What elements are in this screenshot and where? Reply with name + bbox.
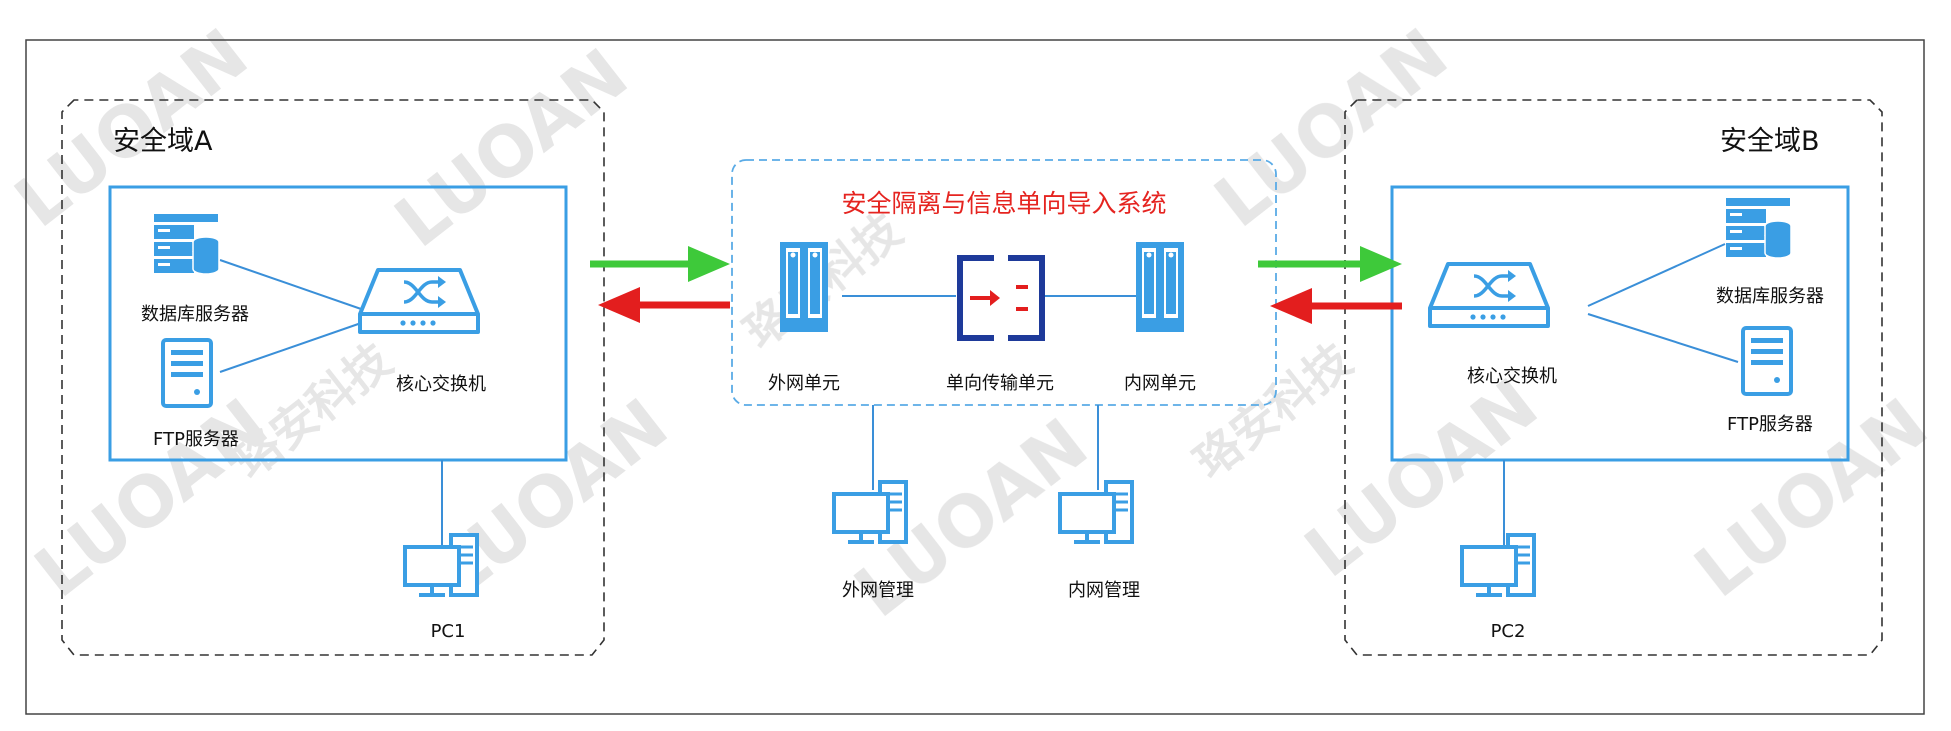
security-domain-a: 安全域A 数据库服务器 FTP服务器 核心交换机 PC1	[61, 99, 605, 656]
flow-arrow-red-right	[1270, 288, 1402, 324]
domain-b-ftp-label: FTP服务器	[1727, 414, 1813, 435]
domain-a-ftp-label: FTP服务器	[153, 429, 239, 450]
inner-unit-label: 内网单元	[1124, 373, 1196, 394]
domain-b-db-label: 数据库服务器	[1716, 286, 1824, 307]
domain-b-title: 安全域B	[1720, 126, 1820, 157]
domain-a-lan-box	[108, 185, 568, 462]
diagram-frame	[25, 39, 1925, 715]
outer-unit-server-icon	[780, 242, 828, 332]
isolation-system-title: 安全隔离与信息单向导入系统	[841, 189, 1166, 218]
database-server-icon	[1725, 197, 1792, 259]
isolation-system: 安全隔离与信息单向导入系统 外网单元 单向传输单元 内网单元 外网管理 内网管理	[731, 159, 1277, 601]
domain-a-pc-label: PC1	[431, 621, 466, 642]
desktop-pc-icon	[1460, 533, 1536, 597]
outer-unit-label: 外网单元	[768, 373, 840, 394]
domain-a-title: 安全域A	[113, 126, 213, 157]
svg-text:LUOAN: LUOAN	[1200, 13, 1463, 243]
core-switch-icon	[358, 268, 480, 334]
isolation-system-box	[731, 159, 1277, 406]
domain-a-db-label: 数据库服务器	[141, 304, 249, 325]
database-server-icon	[153, 213, 220, 275]
core-switch-icon	[1428, 262, 1550, 328]
svg-text:LUOAN: LUOAN	[20, 383, 283, 613]
one-way-transfer-icon	[956, 255, 1045, 341]
inner-unit-server-icon	[1136, 242, 1184, 332]
svg-text:珞安科技: 珞安科技	[1184, 333, 1362, 489]
flow-arrow-green-left	[590, 246, 730, 282]
domain-b-lan-box	[1390, 185, 1850, 462]
security-domain-b: 安全域B 数据库服务器 FTP服务器 核心交换机 PC2	[1344, 99, 1883, 656]
flow-arrow-red-left	[598, 287, 730, 323]
transfer-unit-label: 单向传输单元	[946, 373, 1054, 394]
ftp-server-icon	[1741, 326, 1793, 396]
outer-mgmt-label: 外网管理	[842, 580, 914, 601]
domain-a-switch-label: 核心交换机	[396, 374, 486, 395]
flow-arrow-green-right	[1258, 246, 1402, 282]
desktop-pc-icon	[832, 480, 908, 544]
inner-mgmt-label: 内网管理	[1068, 580, 1140, 601]
domain-b-switch-label: 核心交换机	[1467, 366, 1557, 387]
ftp-server-icon	[161, 338, 213, 408]
domain-b-pc-label: PC2	[1491, 621, 1526, 642]
